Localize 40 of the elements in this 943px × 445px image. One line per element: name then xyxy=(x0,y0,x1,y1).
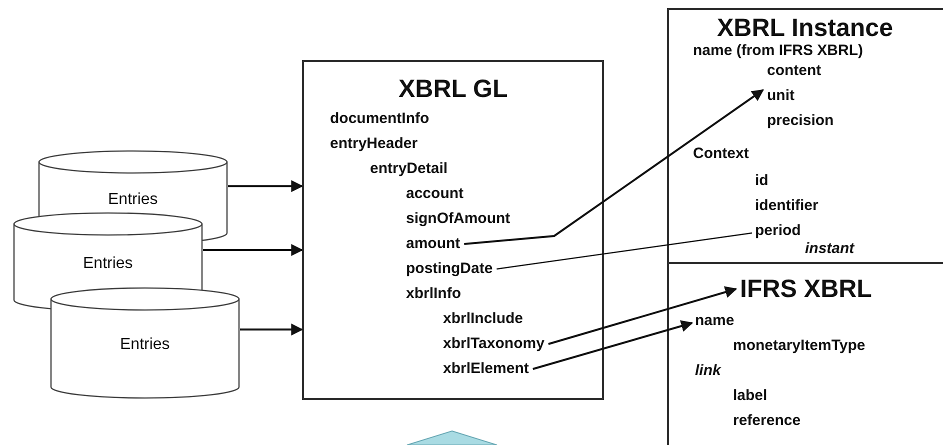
field-name: amount xyxy=(406,235,460,253)
field-name: documentInfo xyxy=(330,110,430,128)
field-name: name xyxy=(695,312,734,330)
field-name: account xyxy=(406,185,464,203)
arrow xyxy=(240,324,304,336)
connector-line xyxy=(496,232,752,270)
field-name: xbrlInfo xyxy=(406,285,461,303)
arrow xyxy=(228,180,304,192)
field-name: entryHeader xyxy=(330,135,418,153)
cylinder-label: Entries xyxy=(83,255,133,273)
field-name: content xyxy=(767,62,822,80)
field-name: period xyxy=(755,222,801,240)
field-name: monetaryItemType xyxy=(733,337,866,355)
arrow xyxy=(548,286,738,345)
field-name: xbrlElement xyxy=(443,360,529,378)
arrow xyxy=(203,244,304,256)
field-name: identifier xyxy=(755,197,818,215)
field-name: signOfAmount xyxy=(406,210,510,228)
cylinder-label: Entries xyxy=(108,190,158,208)
cylinder-label: Entries xyxy=(120,336,170,354)
field-name: reference xyxy=(733,412,801,430)
schema-box xyxy=(667,8,943,264)
field-name: xbrlTaxonomy xyxy=(443,335,544,353)
field-name: entryDetail xyxy=(370,160,448,178)
schema-box xyxy=(302,60,604,400)
arrow xyxy=(532,320,694,370)
box-title: XBRL GL xyxy=(398,75,508,103)
field-name: unit xyxy=(767,87,794,105)
field-name: instant xyxy=(805,240,854,258)
field-name: id xyxy=(755,172,768,190)
field-name: xbrlInclude xyxy=(443,310,524,328)
field-name: label xyxy=(733,387,768,405)
arrow xyxy=(464,89,764,245)
field-name: link xyxy=(695,362,721,380)
box-title: IFRS XBRL xyxy=(740,275,872,303)
field-name: postingDate xyxy=(406,260,493,278)
field-name: precision xyxy=(767,112,834,130)
field-name: name (from IFRS XBRL) xyxy=(693,42,864,60)
field-name: Context xyxy=(693,145,749,163)
box-title: XBRL Instance xyxy=(717,14,893,42)
